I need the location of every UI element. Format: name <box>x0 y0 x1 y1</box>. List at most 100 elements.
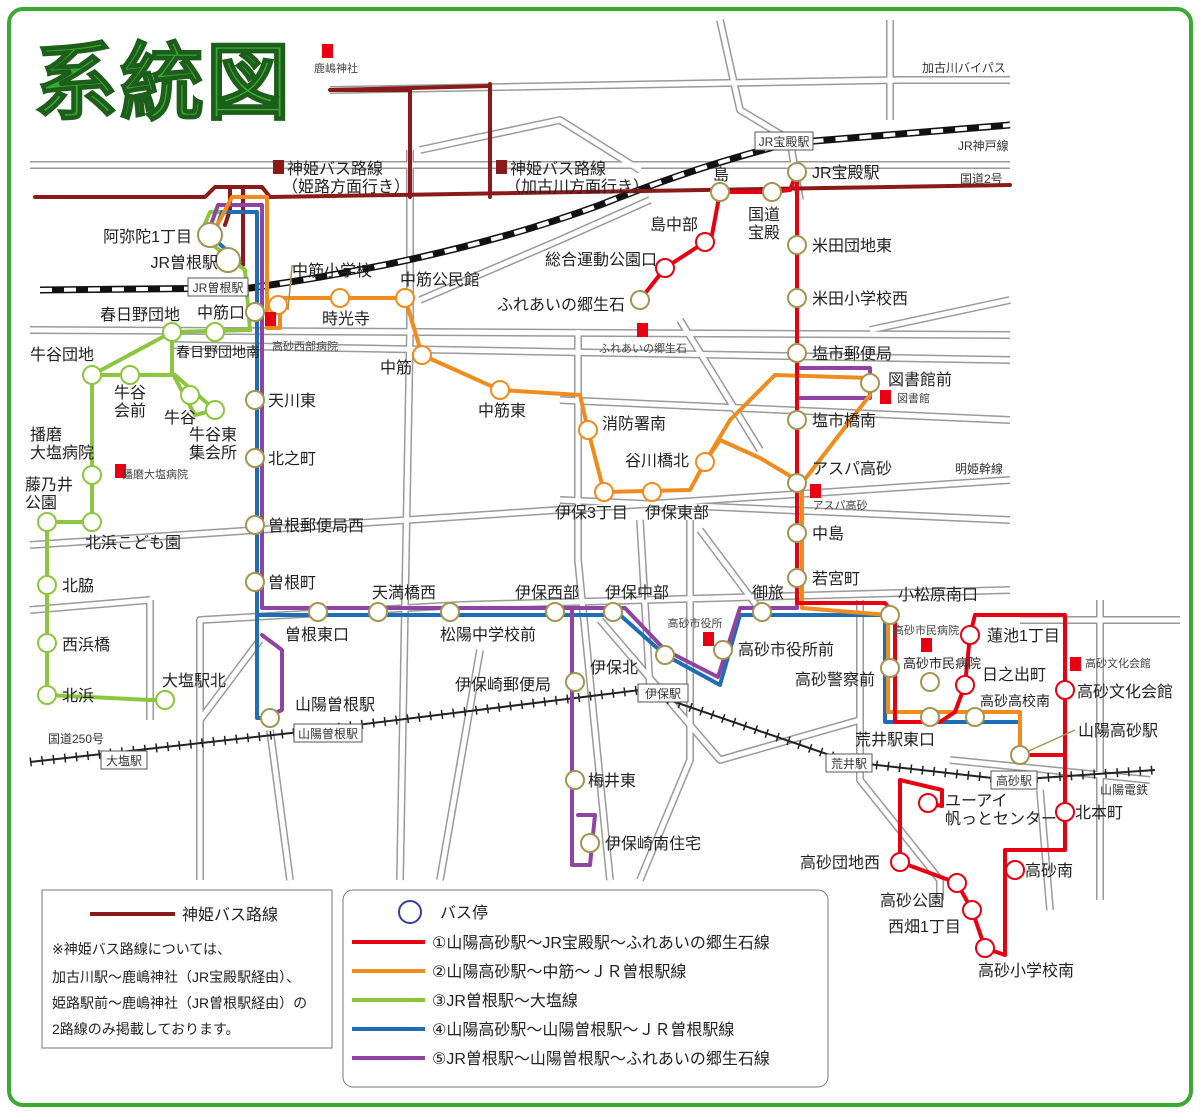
bus-stop-icon[interactable] <box>565 770 585 790</box>
bus-stop-icon[interactable] <box>920 707 940 727</box>
bus-stop-icon[interactable] <box>578 420 598 440</box>
bus-stop-hasuike[interactable]: 蓮池1丁目 <box>960 625 1060 645</box>
bus-stop-icon[interactable] <box>82 365 102 385</box>
bus-stop-nakasuji[interactable]: 中筋 <box>380 345 432 377</box>
bus-stop-icon[interactable] <box>787 568 807 588</box>
bus-stop-fujinoi[interactable]: 藤乃井公園 <box>25 476 73 532</box>
bus-stop-icon[interactable] <box>37 575 57 595</box>
bus-stop-icon[interactable] <box>713 640 733 660</box>
bus-stop-icon[interactable] <box>82 465 102 485</box>
bus-stop-icon[interactable] <box>490 380 510 400</box>
bus-stop-icon[interactable] <box>787 162 807 182</box>
bus-stop-icon[interactable] <box>565 672 585 692</box>
bus-stop-icon[interactable] <box>1010 745 1030 765</box>
bus-stop-kasugano[interactable]: 春日野団地 <box>100 306 182 342</box>
bus-stop-icon[interactable] <box>268 295 288 315</box>
bus-stop-jrhoden[interactable]: JR宝殿駅 <box>787 162 880 182</box>
bus-stop-tanigawa[interactable]: 谷川橋北 <box>625 452 715 472</box>
bus-stop-ami[interactable]: 阿弥陀1丁目 <box>103 222 223 248</box>
bus-stop-ihozakiyubin[interactable]: 伊保崎郵便局 <box>455 672 585 694</box>
bus-stop-icon[interactable] <box>1055 802 1075 822</box>
bus-stop-tenmanbashi[interactable]: 天満橋西 <box>368 584 436 622</box>
bus-stop-icon[interactable] <box>197 222 223 248</box>
bus-stop-shioichibashi[interactable]: 塩市橋南 <box>787 410 876 430</box>
bus-stop-shimachubu[interactable]: 島中部 <box>650 216 715 252</box>
bus-stop-icon[interactable] <box>655 645 675 665</box>
bus-stop-yui[interactable]: ユーアイ帆っとセンター <box>918 793 1057 828</box>
bus-stop-icon[interactable] <box>180 385 200 405</box>
bus-stop-icon[interactable] <box>787 473 807 493</box>
bus-stop-icon[interactable] <box>368 602 388 622</box>
bus-stop-nishihamabashi[interactable]: 西浜橋 <box>37 633 110 654</box>
bus-stop-icon[interactable] <box>545 602 565 622</box>
bus-stop-jrsone[interactable]: JR曽根駅 <box>150 247 241 273</box>
bus-stop-icon[interactable] <box>695 452 715 472</box>
bus-stop-shoyo[interactable]: 松陽中学校前 <box>440 602 536 644</box>
bus-stop-icon[interactable] <box>787 235 807 255</box>
bus-stop-sonepost[interactable]: 曽根郵便局西 <box>245 515 364 535</box>
bus-stop-icon[interactable] <box>412 345 432 365</box>
bus-stop-kitanocho[interactable]: 北之町 <box>245 448 316 468</box>
bus-stop-ihosan[interactable]: 伊保3丁目 <box>555 482 628 522</box>
bus-stop-wakamiya[interactable]: 若宮町 <box>787 568 860 588</box>
bus-stop-icon[interactable] <box>245 390 265 410</box>
bus-stop-icon[interactable] <box>245 302 265 322</box>
bus-stop-icon[interactable] <box>860 373 880 393</box>
bus-stop-shiyakusho[interactable]: 高砂市役所前 <box>713 640 834 660</box>
bus-stop-takakominami[interactable]: 高砂高校南 <box>965 693 1050 727</box>
bus-stop-kasuganominami[interactable]: 春日野団地南 <box>176 322 260 360</box>
bus-stop-icon[interactable] <box>962 900 982 920</box>
bus-stop-icon[interactable] <box>603 602 623 622</box>
bus-stop-ihochubu[interactable]: 伊保中部 <box>603 584 669 622</box>
bus-stop-bunka[interactable]: 高砂文化会館 <box>1055 680 1173 701</box>
bus-stop-hinode[interactable]: 日之出町 <box>955 666 1046 695</box>
bus-stop-kitahama[interactable]: 北浜 <box>37 685 94 705</box>
bus-stop-shogakkominami[interactable]: 高砂小学校南 <box>975 938 1074 980</box>
bus-stop-sonehigashiguchi[interactable]: 曽根東口 <box>285 602 349 644</box>
bus-stop-shima[interactable]: 島 <box>710 166 730 202</box>
bus-stop-nakasujikominkan[interactable]: 中筋公民館 <box>395 271 480 308</box>
bus-stop-icon[interactable] <box>155 690 175 710</box>
bus-stop-arai[interactable]: 荒井駅東口 <box>855 707 940 749</box>
bus-stop-icon[interactable] <box>120 365 140 385</box>
bus-stop-shioichiyubin[interactable]: 塩市郵便局 <box>787 343 892 363</box>
bus-stop-icon[interactable] <box>330 288 350 308</box>
bus-stop-icon[interactable] <box>37 512 57 532</box>
bus-stop-jikoji[interactable]: 時光寺 <box>322 288 370 328</box>
bus-stop-yonedadanchi[interactable]: 米田団地東 <box>787 235 892 255</box>
bus-stop-icon[interactable] <box>955 675 975 695</box>
bus-stop-nakasujihigashi[interactable]: 中筋東 <box>478 380 526 420</box>
bus-stop-ushitanidanchi[interactable]: 牛谷団地 <box>30 346 102 385</box>
bus-stop-icon[interactable] <box>245 515 265 535</box>
bus-stop-icon[interactable] <box>710 182 730 202</box>
bus-stop-ihozakiminami[interactable]: 伊保崎南住宅 <box>580 833 701 853</box>
bus-stop-koen[interactable]: 高砂公園 <box>880 873 967 910</box>
bus-stop-icon[interactable] <box>655 258 675 278</box>
bus-stop-fureai[interactable]: ふれあいの郷生石 <box>497 290 650 314</box>
bus-stop-icon[interactable] <box>787 410 807 430</box>
bus-stop-nishibata[interactable]: 西畑1丁目 <box>888 900 982 936</box>
bus-stop-icon[interactable] <box>308 602 328 622</box>
bus-stop-icon[interactable] <box>752 602 772 622</box>
bus-stop-icon[interactable] <box>440 602 460 622</box>
bus-stop-icon[interactable] <box>787 343 807 363</box>
bus-stop-icon[interactable] <box>82 512 102 532</box>
bus-stop-icon[interactable] <box>918 793 938 813</box>
bus-stop-toshokan[interactable]: 図書館前 <box>860 371 952 393</box>
bus-stop-icon[interactable] <box>162 322 182 342</box>
bus-stop-icon[interactable] <box>580 833 600 853</box>
bus-stop-icon[interactable] <box>975 938 995 958</box>
bus-stop-ushitanikai[interactable]: 牛谷会前 <box>114 365 146 420</box>
bus-stop-nakasujiguchi[interactable]: 中筋口 <box>197 302 265 322</box>
bus-stop-icon[interactable] <box>965 707 985 727</box>
bus-stop-icon[interactable] <box>947 873 967 893</box>
bus-stop-icon[interactable] <box>762 182 782 202</box>
bus-stop-icon[interactable] <box>920 672 940 692</box>
bus-stop-icon[interactable] <box>695 232 715 252</box>
bus-stop-sonecho[interactable]: 曽根町 <box>245 572 316 592</box>
bus-stop-keisatsu[interactable]: 高砂警察前 <box>795 658 900 689</box>
bus-stop-icon[interactable] <box>37 633 57 653</box>
bus-stop-icon[interactable] <box>1055 680 1075 700</box>
bus-stop-icon[interactable] <box>215 247 241 273</box>
bus-stop-shobosho[interactable]: 消防署南 <box>578 415 666 440</box>
